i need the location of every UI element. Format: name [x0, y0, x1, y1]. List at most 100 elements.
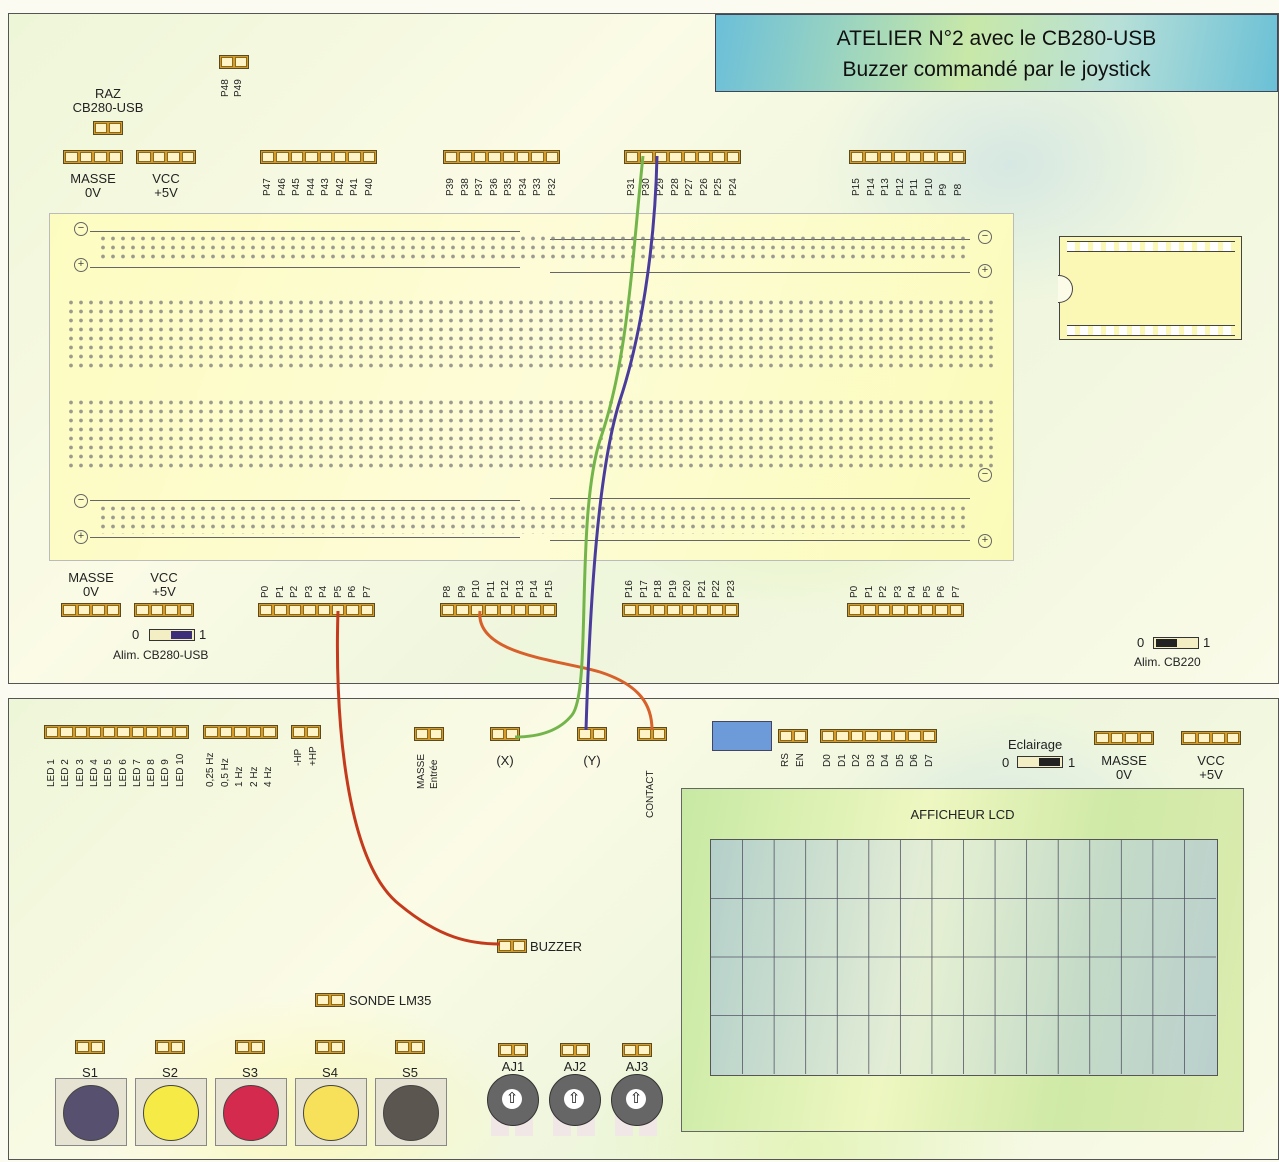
alim-usb-switch[interactable]: [149, 629, 195, 641]
push-button-cap-2: [143, 1085, 199, 1141]
eclairage-switch[interactable]: [1017, 756, 1063, 768]
pot-header-1[interactable]: [498, 1043, 528, 1057]
header-p0-p7[interactable]: [258, 603, 375, 617]
terminal-strip-lower[interactable]: [66, 398, 996, 472]
vcc-label-lower: VCC +5V: [1197, 753, 1225, 782]
header-p47-p40[interactable]: [260, 150, 377, 164]
switch-header-1[interactable]: [75, 1040, 105, 1054]
masse-label-bottom: MASSE 0V: [68, 570, 114, 599]
pot-header-2[interactable]: [560, 1043, 590, 1057]
wire-joystick-y: [584, 155, 659, 731]
alim-cb220-0: 0: [1137, 635, 1145, 650]
pot-label-3: AJ3: [625, 1059, 649, 1074]
vcc-label-bottom: VCC +5V: [150, 570, 178, 599]
joystick-x-header[interactable]: [490, 727, 520, 741]
masse-header-bottom[interactable]: [61, 603, 121, 617]
wire-contact: [478, 610, 654, 731]
push-button-3[interactable]: [215, 1078, 287, 1146]
pot-arrow-icon: ⇧: [564, 1089, 584, 1109]
push-button-5[interactable]: [375, 1078, 447, 1146]
sonde-label: SONDE LM35: [349, 993, 432, 1008]
potentiometer-1[interactable]: ⇧: [487, 1074, 539, 1126]
alim-usb-0: 0: [132, 627, 140, 642]
rail-minus-top: −: [74, 222, 88, 236]
masse-label-lower: MASSE 0V: [1101, 753, 1147, 782]
potentiometer-2[interactable]: ⇧: [549, 1074, 601, 1126]
pot-label-2: AJ2: [563, 1059, 587, 1074]
raz-header[interactable]: [93, 121, 123, 135]
push-button-4[interactable]: [295, 1078, 367, 1146]
hp-header[interactable]: [291, 725, 321, 739]
rail-plus-top-right: +: [978, 264, 992, 278]
push-button-cap-1: [63, 1085, 119, 1141]
lcd-title: AFFICHEUR LCD: [910, 807, 1015, 822]
potentiometer-3[interactable]: ⇧: [611, 1074, 663, 1126]
masse-header-top[interactable]: [63, 150, 123, 164]
switch-header-5[interactable]: [395, 1040, 425, 1054]
push-button-cap-5: [383, 1085, 439, 1141]
switch-label-1: S1: [82, 1065, 98, 1080]
power-rail-top[interactable]: [98, 234, 968, 260]
push-button-cap-4: [303, 1085, 359, 1141]
push-button-cap-3: [223, 1085, 279, 1141]
alim-cb220-switch[interactable]: [1153, 637, 1199, 649]
joystick-y-header[interactable]: [577, 727, 607, 741]
rail-plus-bottom: +: [74, 530, 88, 544]
alim-usb-caption: Alim. CB280-USB: [113, 648, 209, 662]
power-rail-bottom[interactable]: [98, 504, 968, 534]
rail-minus-bottom-right: −: [978, 468, 992, 482]
alim-usb-1: 1: [199, 627, 207, 642]
header-p8-p15[interactable]: [440, 603, 557, 617]
rs-en-header[interactable]: [778, 729, 808, 743]
masse-label-top: MASSE 0V: [70, 171, 116, 200]
switch-header-3[interactable]: [235, 1040, 265, 1054]
pot-label-1: AJ1: [501, 1059, 525, 1074]
masse-entree-header[interactable]: [414, 727, 444, 741]
alim-cb220-1: 1: [1203, 635, 1211, 650]
pot-header-3[interactable]: [622, 1043, 652, 1057]
switch-label-4: S4: [322, 1065, 338, 1080]
push-button-1[interactable]: [55, 1078, 127, 1146]
masse-header-lower[interactable]: [1094, 731, 1154, 745]
vcc-header-bottom[interactable]: [134, 603, 194, 617]
switch-label-5: S5: [402, 1065, 418, 1080]
eclairage-0: 0: [1002, 755, 1010, 770]
header-p15-p8[interactable]: [849, 150, 966, 164]
data-header[interactable]: [820, 729, 937, 743]
header-p39-p32[interactable]: [443, 150, 560, 164]
raz-label: RAZ CB280-USB: [72, 86, 144, 115]
header-p16-p23[interactable]: [622, 603, 739, 617]
title-box: ATELIER N°2 avec le CB280-USB Buzzer com…: [715, 14, 1278, 92]
led-header[interactable]: [44, 725, 189, 739]
eclairage-label: Eclairage: [1008, 737, 1063, 752]
rail-plus-bottom-right: +: [978, 534, 992, 548]
p48-header[interactable]: [219, 55, 249, 69]
breadboard: − + − + − + − +: [49, 213, 1014, 561]
joystick-x-label: (X): [496, 753, 514, 768]
vcc-header-top[interactable]: [136, 150, 196, 164]
joystick-y-label: (Y): [583, 753, 601, 768]
switch-header-2[interactable]: [155, 1040, 185, 1054]
switch-label-3: S3: [242, 1065, 258, 1080]
freq-header[interactable]: [203, 725, 278, 739]
header-p0-p7-cb220[interactable]: [847, 603, 964, 617]
cb220-socket[interactable]: [1058, 236, 1242, 340]
switch-label-2: S2: [162, 1065, 178, 1080]
vcc-header-lower[interactable]: [1181, 731, 1241, 745]
lcd-grid: [710, 839, 1218, 1076]
switch-header-4[interactable]: [315, 1040, 345, 1054]
sonde-header[interactable]: [315, 993, 345, 1007]
vcc-label-top: VCC +5V: [152, 171, 180, 200]
buzzer-header[interactable]: [497, 939, 527, 953]
pot-arrow-icon: ⇧: [626, 1089, 646, 1109]
terminal-strip-upper[interactable]: [66, 298, 996, 368]
push-button-2[interactable]: [135, 1078, 207, 1146]
header-p31-p24[interactable]: [624, 150, 741, 164]
eclairage-1: 1: [1068, 755, 1076, 770]
buzzer-label: BUZZER: [530, 939, 582, 954]
rail-plus-top: +: [74, 258, 88, 272]
pot-arrow-icon: ⇧: [502, 1089, 522, 1109]
title-line-1: ATELIER N°2 avec le CB280-USB: [836, 27, 1157, 50]
